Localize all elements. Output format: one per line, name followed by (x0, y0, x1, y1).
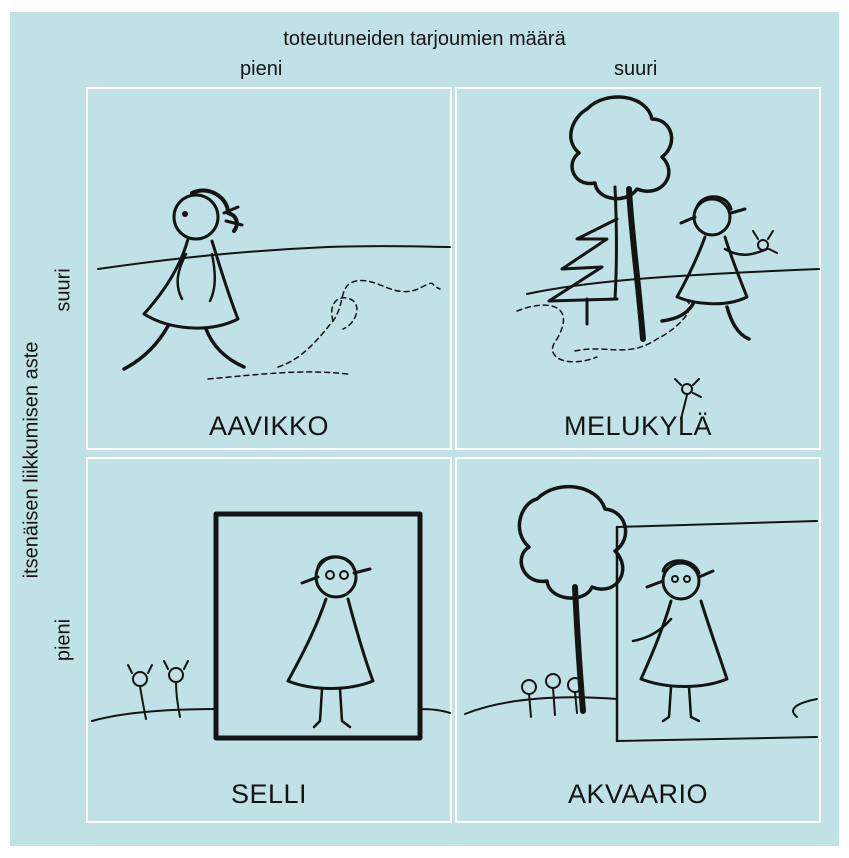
row-label-large: suuri (52, 268, 75, 312)
column-label-large: suuri (614, 58, 658, 80)
quadrant-label-selli: SELLI (230, 779, 308, 809)
column-label-small: pieni (240, 58, 283, 80)
quadrant-label-aavikko: AAVIKKO (208, 411, 330, 441)
quadrant-label-akvaario: AKVAARIO (567, 779, 709, 809)
quadrant-melukyla: MELUKYLÄ (455, 87, 821, 450)
row-axis-title: itsenäisen liikkumisen aste (20, 341, 43, 579)
quadrant-akvaario: AKVAARIO (455, 457, 821, 823)
quadrant-label-melukyla: MELUKYLÄ (563, 411, 713, 441)
girl-with-trees-illustration (516, 95, 820, 420)
girl-in-box-illustration (91, 511, 451, 741)
girl-behind-glass-illustration (464, 484, 818, 743)
diagram-background (10, 12, 839, 846)
quadrant-selli: SELLI (86, 457, 452, 823)
row-label-small: pieni (52, 618, 75, 662)
walking-girl-illustration (97, 188, 451, 380)
column-axis-title: toteutuneiden tarjoumien määrä (283, 28, 566, 50)
quadrant-aavikko: AAVIKKO (86, 87, 452, 450)
